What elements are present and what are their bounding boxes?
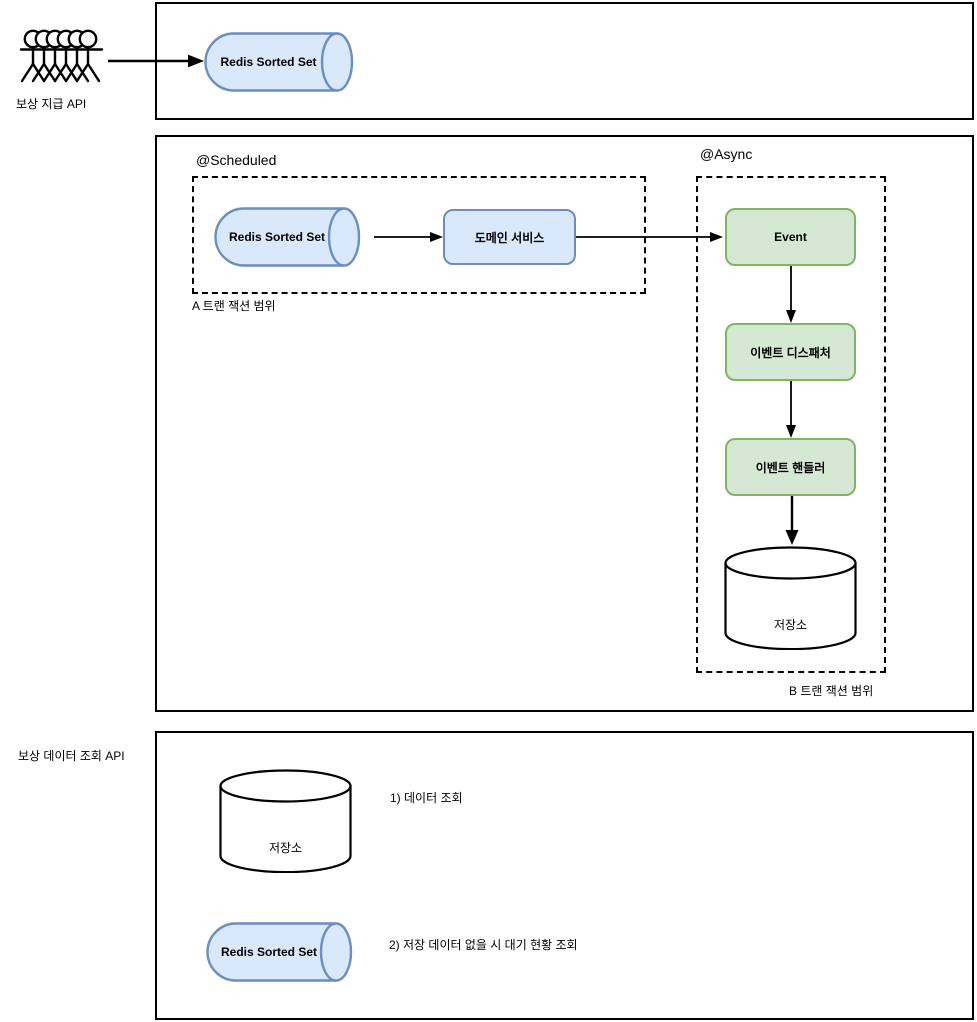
reward-payment-api-label: 보상 지급 API <box>16 97 87 111</box>
redis-sorted-set-cylinder-middle: Redis Sorted Set <box>214 207 374 267</box>
arrow-handler-to-storage <box>782 496 802 546</box>
redis-sorted-set-cylinder-bottom: Redis Sorted Set <box>206 922 366 982</box>
people-group-icon <box>16 28 108 84</box>
scheduled-annotation-label: @Scheduled <box>196 152 277 168</box>
async-annotation-label: @Async <box>700 146 753 162</box>
transaction-scope-b-label: B 트랜 잭션 범위 <box>789 684 874 698</box>
redis-sorted-set-cylinder-top: Redis Sorted Set <box>204 32 367 92</box>
arrow-domain-service-to-event <box>576 228 724 246</box>
storage-cylinder-middle: 저장소 <box>724 546 857 650</box>
step-1-label: 1) 데이터 조회 <box>390 791 463 805</box>
arrow-event-to-dispatcher <box>782 266 800 324</box>
event-handler-box: 이벤트 핸들러 <box>725 438 856 496</box>
event-dispatcher-box: 이벤트 디스패처 <box>725 323 856 381</box>
domain-service-box: 도메인 서비스 <box>443 209 576 265</box>
event-box: Event <box>725 208 856 266</box>
arrow-dispatcher-to-handler <box>782 381 800 439</box>
step-2-label: 2) 저장 데이터 없을 시 대기 현황 조회 <box>389 938 578 952</box>
storage-cylinder-bottom: 저장소 <box>219 769 352 873</box>
arrow-right-icon <box>108 50 206 72</box>
reward-data-query-api-label: 보상 데이터 조회 API <box>18 749 125 763</box>
arrow-redis-to-domain-service <box>374 228 444 246</box>
transaction-scope-a-label: A 트랜 잭션 범위 <box>192 299 276 313</box>
transaction-scope-b-box <box>696 176 886 673</box>
transaction-scope-a-box <box>192 176 646 294</box>
